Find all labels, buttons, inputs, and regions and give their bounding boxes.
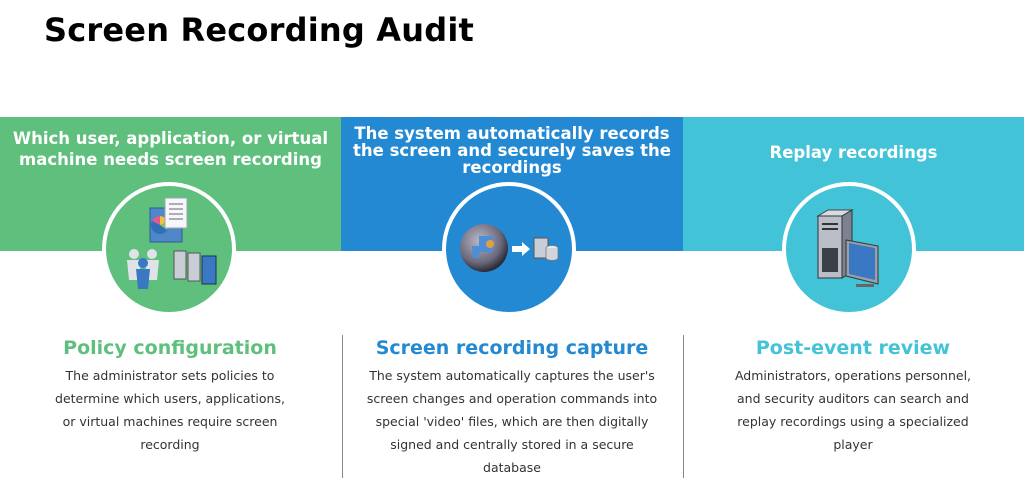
step-1-banner-text: Which user, application, or virtual mach… (12, 129, 329, 169)
step-1-heading: Policy configuration (63, 337, 277, 359)
record-to-database-icon (460, 224, 559, 272)
page-title: Screen Recording Audit (44, 11, 475, 49)
step-1-icon-circle (102, 182, 236, 316)
users-servers-policy-icon (127, 197, 217, 289)
step-2-banner-text: The system automatically records the scr… (353, 124, 671, 177)
computer-monitor-icon (816, 209, 879, 287)
step-2-icon-circle (442, 182, 576, 316)
step-2-banner: The system automatically records the scr… (341, 117, 683, 251)
step-2-heading: Screen recording capture (375, 337, 649, 359)
step-3-banner-text: Replay recordings (769, 143, 938, 162)
step-2-details: Screen recording capture The system auto… (362, 336, 662, 479)
step-3-details: Post-event review Administrators, operat… (703, 336, 1003, 456)
step-3-description: Administrators, operations personnel, an… (734, 368, 972, 452)
step-1-description: The administrator sets policies to deter… (55, 368, 285, 452)
step-3-heading: Post-event review (755, 337, 951, 359)
column-divider-2 (683, 335, 684, 478)
step-3-icon-circle (782, 182, 916, 316)
step-2-description: The system automatically captures the us… (366, 368, 658, 475)
column-divider-1 (342, 335, 343, 478)
step-1-details: Policy configuration The administrator s… (20, 336, 320, 456)
